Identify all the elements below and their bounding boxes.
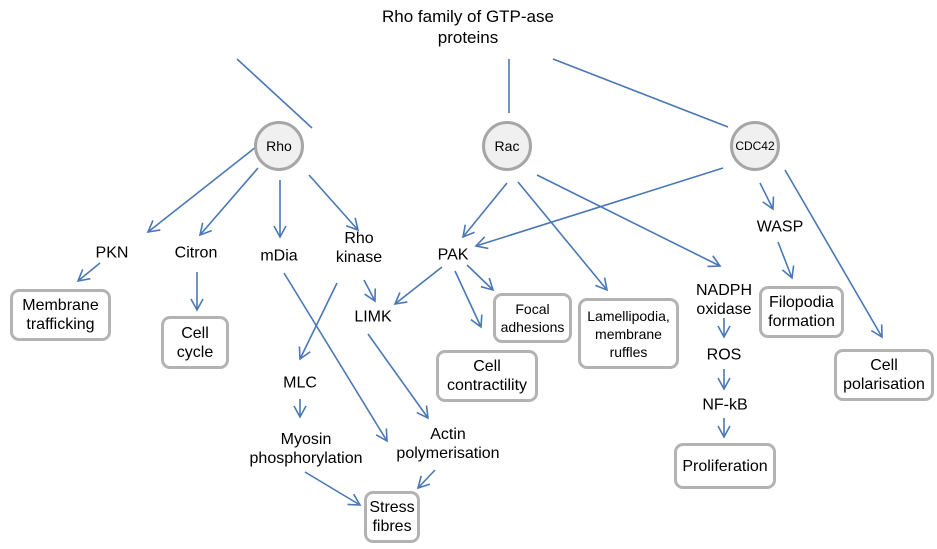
- title-line-1: Rho family of GTP-ase: [382, 7, 554, 26]
- edge-pak-to-limk: [393, 266, 443, 306]
- box-filopodia-formation: Filopodia formation: [759, 286, 844, 338]
- membrane-trafficking-line-1: Membrane: [22, 297, 99, 314]
- diagram-title: Rho family of GTP-ase proteins: [382, 6, 554, 48]
- actin-line-1: Actin: [430, 426, 466, 443]
- node-actin-polymerisation: Actin polymerisation: [396, 425, 499, 463]
- edge-pak-to-focal-adhesions: [466, 264, 495, 292]
- stress-line-2: fibres: [372, 518, 412, 535]
- node-nfkb: NF-kB: [702, 396, 748, 414]
- node-cdc42: CDC42: [730, 121, 780, 171]
- box-membrane-trafficking: Membrane trafficking: [10, 289, 111, 341]
- node-wasp: WASP: [756, 218, 804, 236]
- box-cell-polarisation: Cell polarisation: [834, 349, 934, 401]
- edge-actin-polymerisation-to-stress-fibres: [416, 469, 436, 490]
- node-rac-label: Rac: [494, 138, 520, 154]
- edge-rho-to-rho-kinase: [308, 174, 360, 232]
- edge-mdia-to-actin-polymerisation: [283, 272, 388, 443]
- contractility-line-1: Cell: [473, 358, 501, 375]
- edge-cdc42-to-wasp: [759, 182, 775, 211]
- rho-kinase-line-2: kinase: [335, 249, 383, 266]
- proliferation-label: Proliferation: [682, 457, 768, 475]
- polarisation-line-1: Cell: [870, 357, 898, 374]
- stress-line-1: Stress: [369, 499, 415, 516]
- contractility-line-2: contractility: [446, 377, 528, 394]
- nadph-line-2: oxidase: [696, 301, 752, 318]
- lamellipodia-line-1: Lamellipodia,: [587, 307, 670, 324]
- node-nadph-oxidase: NADPH oxidase: [696, 281, 752, 319]
- node-ros: ROS: [706, 346, 742, 364]
- edge-title-to-rho: [236, 58, 313, 129]
- box-focal-adhesions: Focal adhesions: [493, 293, 572, 343]
- edge-pkn-to-membrane-trafficking: [76, 262, 101, 283]
- actin-line-2: polymerisation: [396, 445, 500, 462]
- node-rho: Rho: [254, 121, 304, 171]
- polarisation-line-2: polarisation: [843, 376, 925, 393]
- membrane-trafficking-line-2: trafficking: [26, 316, 95, 333]
- title-line-2: proteins: [437, 28, 499, 47]
- node-cdc42-label: CDC42: [735, 139, 775, 153]
- edge-cdc42-to-pak: [474, 167, 724, 250]
- node-mdia: mDia: [260, 247, 298, 265]
- node-rac: Rac: [482, 121, 532, 171]
- node-pak: PAK: [437, 246, 469, 264]
- nadph-line-1: NADPH: [695, 282, 753, 299]
- box-proliferation: Proliferation: [674, 443, 776, 489]
- node-rho-kinase: Rho kinase: [336, 229, 382, 267]
- box-cell-contractility: Cell contractility: [436, 350, 538, 402]
- box-stress-fibres: Stress fibres: [364, 491, 420, 543]
- focal-line-1: Focal: [515, 301, 550, 317]
- node-citron: Citron: [174, 244, 218, 262]
- edge-rho-kinase-to-limk: [363, 279, 377, 303]
- cell-cycle-line-1: Cell: [181, 324, 209, 342]
- node-mlc: MLC: [283, 374, 317, 392]
- lamellipodia-line-3: ruffles: [609, 343, 648, 360]
- node-limk: LIMK: [354, 308, 392, 326]
- cell-cycle-line-2: cycle: [176, 343, 214, 361]
- edge-pak-to-cell-contractility: [454, 270, 483, 329]
- edge-rho-to-citron: [198, 167, 259, 237]
- rho-kinase-line-1: Rho: [344, 230, 374, 247]
- myosin-line-2: phosphorylation: [249, 450, 363, 467]
- filopodia-line-2: formation: [768, 313, 835, 330]
- edge-myosin-phosphorylation-to-stress-fibres: [304, 471, 362, 506]
- edge-rac-to-pak: [461, 182, 508, 239]
- edge-rac-to-lamellipodia: [517, 181, 609, 292]
- focal-line-2: adhesions: [500, 319, 565, 335]
- edge-limk-to-actin-polymerisation: [367, 333, 429, 420]
- edge-rho-kinase-to-mlc: [298, 282, 338, 361]
- edge-wasp-to-filopodia-formation: [777, 241, 795, 280]
- edge-rac-to-nadph-oxidase: [536, 174, 722, 268]
- node-rho-label: Rho: [266, 138, 292, 154]
- node-myosin-phosphorylation: Myosin phosphorylation: [250, 430, 363, 468]
- edge-rho-to-pkn: [146, 146, 257, 234]
- filopodia-line-1: Filopodia: [769, 294, 834, 311]
- edge-cdc42-to-cell-polarisation: [784, 169, 883, 339]
- node-pkn: PKN: [95, 244, 129, 262]
- edge-title-to-cdc42: [552, 58, 729, 128]
- myosin-line-1: Myosin: [280, 431, 332, 448]
- lamellipodia-line-2: membrane: [595, 325, 662, 342]
